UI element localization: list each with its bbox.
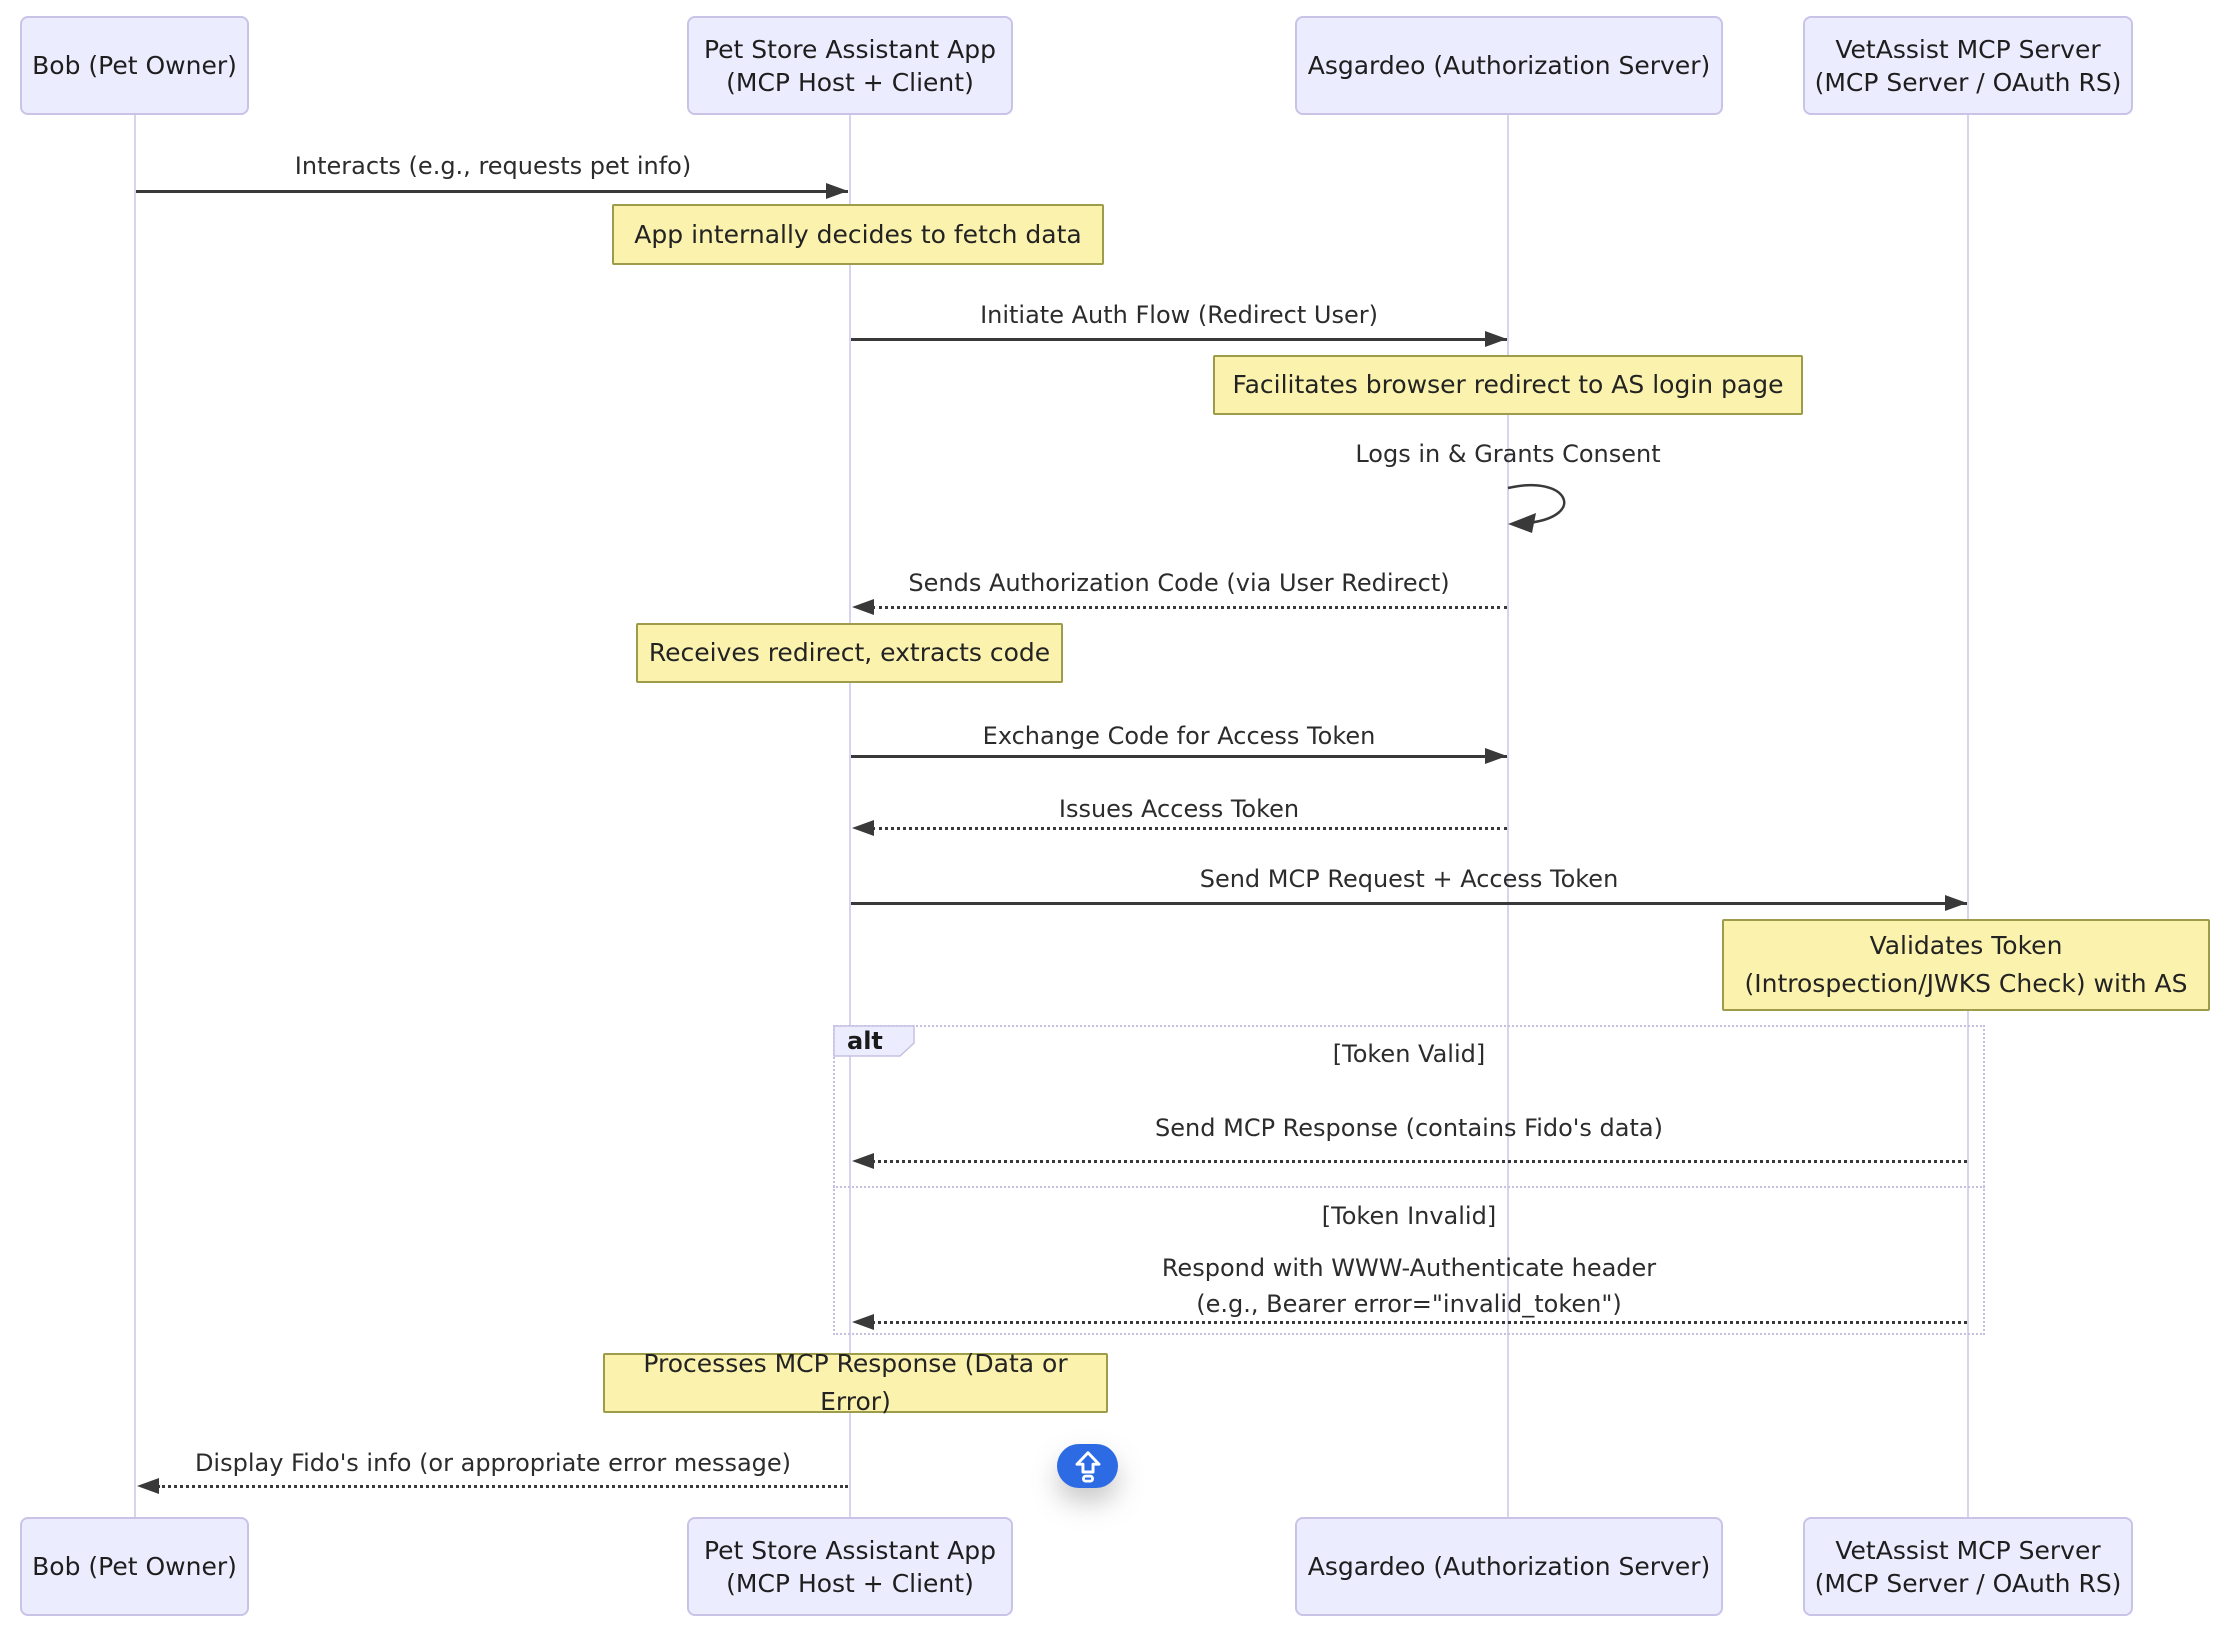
message-label-logs-in: Logs in & Grants Consent: [1355, 440, 1661, 468]
alt-frame: [833, 1025, 1985, 1335]
message-label-www-authenticate: Respond with WWW-Authenticate header (e.…: [1162, 1250, 1656, 1322]
message-label-issues-token: Issues Access Token: [1058, 795, 1300, 823]
message-label-sends-auth-code: Sends Authorization Code (via User Redir…: [908, 569, 1450, 597]
alt-label-tag: alt: [833, 1025, 915, 1057]
message-arrow-issues-token: [872, 827, 1507, 830]
arrowhead-left-icon: [137, 1478, 159, 1494]
note-text: App internally decides to fetch data: [634, 219, 1082, 249]
participant-asgardeo-top: Asgardeo (Authorization Server): [1295, 16, 1723, 115]
participant-sublabel: (MCP Server / OAuth RS): [1814, 67, 2122, 97]
participant-sublabel: (MCP Host + Client): [726, 67, 974, 97]
participant-bob-top: Bob (Pet Owner): [20, 16, 249, 115]
alt-condition-invalid: [Token Invalid]: [1321, 1202, 1497, 1230]
participant-bob-bottom: Bob (Pet Owner): [20, 1517, 249, 1616]
note-text: Validates Token: [1869, 931, 2063, 960]
participant-label: Asgardeo (Authorization Server): [1307, 51, 1711, 80]
message-label-display-info: Display Fido's info (or appropriate erro…: [194, 1449, 792, 1477]
participant-label: Asgardeo (Authorization Server): [1307, 1552, 1711, 1581]
alt-label: alt: [847, 1027, 883, 1055]
note-text: Processes MCP Response (Data or Error): [643, 1349, 1068, 1416]
self-loop-arrow: [1507, 483, 1566, 533]
lifeline-vetassist: [1967, 115, 1969, 1517]
message-arrow-send-mcp-response: [872, 1160, 1967, 1163]
note-receives-redirect: Receives redirect, extracts code: [636, 623, 1063, 683]
message-arrow-display-info: [157, 1485, 848, 1488]
message-arrow-interacts: [136, 190, 848, 193]
lifeline-bob: [134, 115, 136, 1517]
message-text-line: Respond with WWW-Authenticate header: [1161, 1254, 1657, 1282]
message-arrow-sends-auth-code: [872, 606, 1507, 609]
note-text: Facilitates browser redirect to AS login…: [1232, 370, 1784, 399]
note-processes-response: Processes MCP Response (Data or Error): [603, 1349, 1108, 1416]
message-label-exchange-code: Exchange Code for Access Token: [982, 722, 1376, 750]
scroll-to-top-button[interactable]: [1057, 1444, 1118, 1488]
note-text: (Introspection/JWKS Check) with AS: [1744, 969, 2188, 998]
lifeline-app: [849, 115, 851, 1517]
alt-condition-valid: [Token Valid]: [1332, 1040, 1486, 1068]
alt-divider: [833, 1186, 1985, 1188]
message-label-initiate-auth: Initiate Auth Flow (Redirect User): [980, 301, 1378, 329]
participant-app-bottom: Pet Store Assistant App (MCP Host + Clie…: [687, 1517, 1013, 1616]
note-text: Receives redirect, extracts code: [648, 638, 1051, 667]
note-browser-redirect: Facilitates browser redirect to AS login…: [1213, 355, 1803, 415]
message-label-interacts: Interacts (e.g., requests pet info): [294, 152, 692, 180]
message-arrow-exchange-code: [851, 755, 1507, 758]
participant-sublabel: (MCP Server / OAuth RS): [1814, 1568, 2122, 1598]
note-validates-token: Validates Token (Introspection/JWKS Chec…: [1722, 919, 2210, 1011]
message-arrow-send-mcp-request: [851, 902, 1967, 905]
arrowhead-right-icon: [1945, 895, 1967, 911]
arrowhead-right-icon: [1485, 331, 1507, 347]
arrowhead-right-icon: [826, 183, 848, 199]
participant-vetassist-bottom: VetAssist MCP Server (MCP Server / OAuth…: [1803, 1517, 2133, 1616]
note-app-decides: App internally decides to fetch data: [612, 204, 1104, 265]
message-arrow-initiate-auth: [851, 338, 1507, 341]
message-text-line: (e.g., Bearer error="invalid_token"): [1196, 1290, 1622, 1318]
message-label-send-mcp-response: Send MCP Response (contains Fido's data): [1155, 1114, 1663, 1142]
participant-sublabel: (MCP Host + Client): [726, 1568, 974, 1598]
participant-label: Pet Store Assistant App: [703, 1535, 997, 1565]
participant-label: Pet Store Assistant App: [703, 34, 997, 64]
arrowhead-left-icon: [852, 1153, 874, 1169]
participant-app-top: Pet Store Assistant App (MCP Host + Clie…: [687, 16, 1013, 115]
participant-label: VetAssist MCP Server: [1835, 1535, 2101, 1565]
message-arrow-www-authenticate: [872, 1321, 1967, 1324]
arrow-up-icon: [1075, 1450, 1100, 1483]
arrowhead-left-icon: [852, 1314, 874, 1330]
arrowhead-left-icon: [852, 599, 874, 615]
alt-tag-shape: [833, 1025, 915, 1057]
lifeline-asgardeo: [1507, 115, 1509, 1517]
message-label-send-mcp-request: Send MCP Request + Access Token: [1199, 865, 1619, 893]
arrowhead-left-icon: [852, 820, 874, 836]
participant-vetassist-top: VetAssist MCP Server (MCP Server / OAuth…: [1803, 16, 2133, 115]
participant-label: VetAssist MCP Server: [1835, 34, 2101, 64]
participant-label: Bob (Pet Owner): [32, 1552, 237, 1581]
arrowhead-right-icon: [1485, 748, 1507, 764]
participant-asgardeo-bottom: Asgardeo (Authorization Server): [1295, 1517, 1723, 1616]
participant-label: Bob (Pet Owner): [32, 51, 237, 80]
